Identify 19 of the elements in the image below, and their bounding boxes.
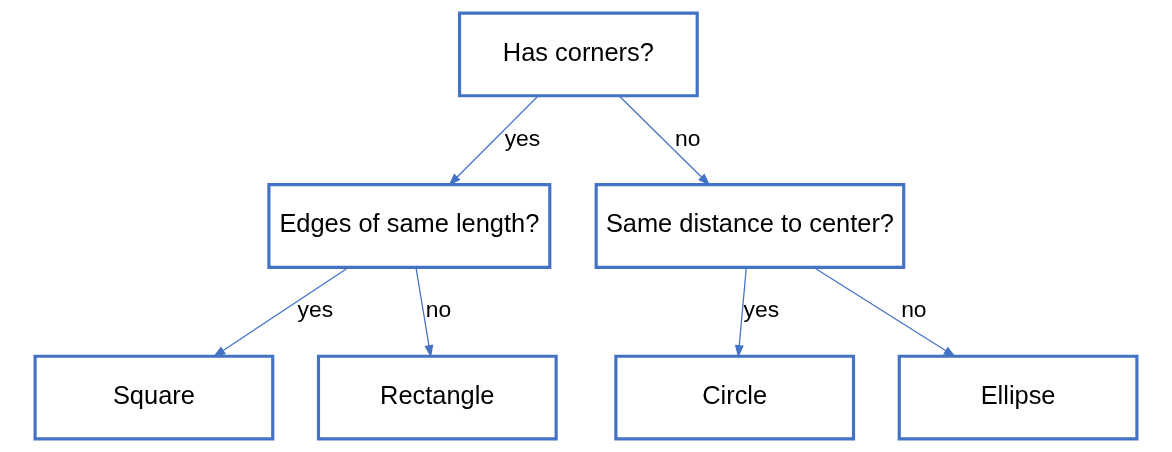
arrow: [812, 266, 957, 358]
node-box: Has corners?: [457, 11, 699, 98]
node-box: Circle: [614, 354, 856, 441]
edge-label: yes: [504, 124, 541, 151]
arrow: [212, 266, 350, 358]
edge-label: yes: [297, 296, 334, 323]
arrow: [734, 266, 747, 358]
edge-label: yes: [743, 296, 780, 323]
edge-label: no: [674, 124, 701, 151]
arrow: [415, 266, 434, 358]
arrow: [618, 95, 711, 186]
node-box: Square: [33, 354, 275, 441]
node-box: Rectangle: [316, 354, 558, 441]
edge-label: no: [901, 296, 927, 323]
node-box: Same distance to center?: [594, 183, 906, 269]
arrow: [448, 95, 539, 186]
node-box: Ellipse: [897, 354, 1139, 441]
edge-label: no: [425, 296, 452, 323]
node-box: Edges of same length?: [267, 183, 552, 269]
